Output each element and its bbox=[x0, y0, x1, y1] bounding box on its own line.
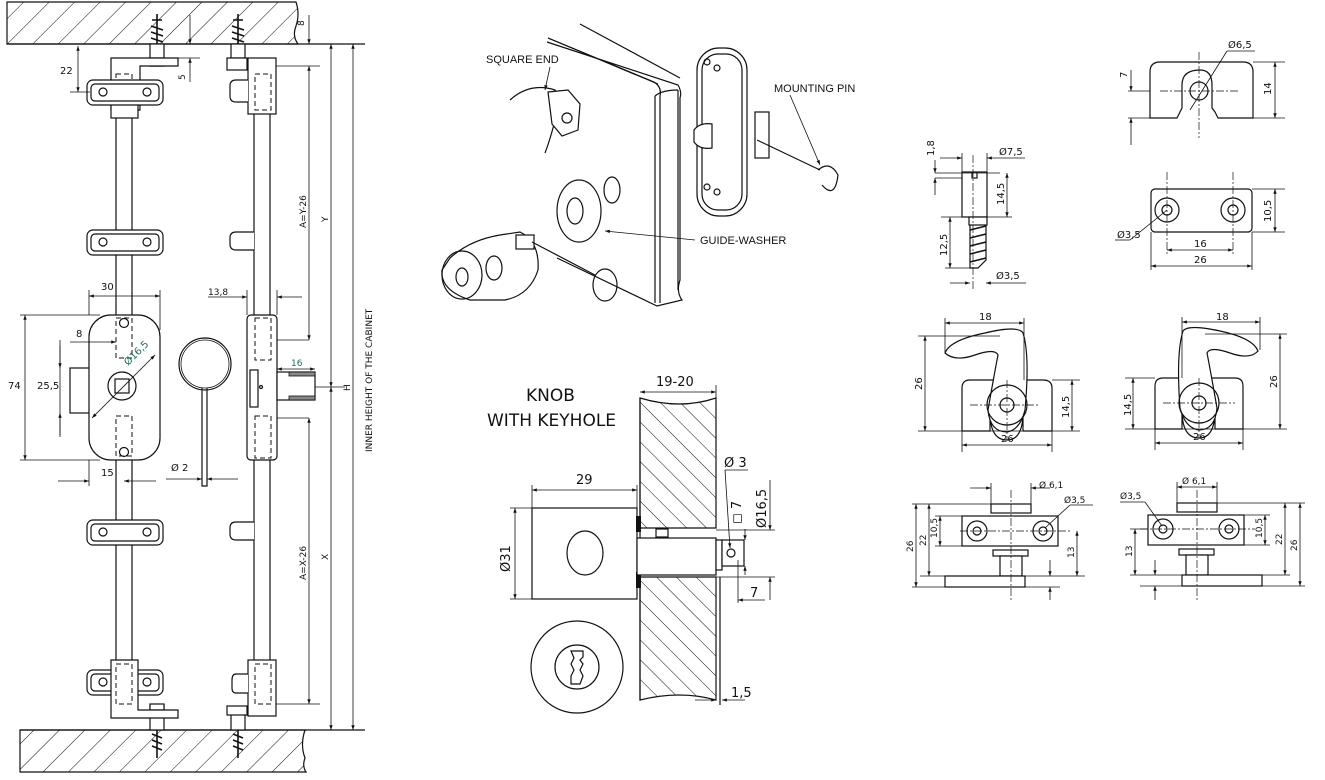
rod-guide bbox=[86, 519, 164, 546]
dim-bracket-left-upper: 22 bbox=[919, 535, 929, 546]
dim-guide-hole-spacing: 16 bbox=[1194, 239, 1207, 250]
dimension-lines bbox=[20, 15, 355, 730]
dim-ceiling-gap: 22 bbox=[60, 66, 73, 77]
dim-hook-left-height: 26 bbox=[914, 377, 925, 390]
dim-bracket-right-plate: 10,5 bbox=[1255, 518, 1265, 538]
dim-guide-half: 7 bbox=[1119, 72, 1130, 78]
dim-bracket-left-center: 13 bbox=[1067, 547, 1077, 558]
dim-bracket-right-upper: 22 bbox=[1275, 534, 1285, 545]
dim-hook-right-height: 26 bbox=[1269, 375, 1280, 388]
label-square-end: SQUARE END bbox=[486, 54, 559, 66]
dim-hole-dia: Ø 3 bbox=[724, 456, 747, 471]
dim-door-thickness: 19-20 bbox=[656, 375, 694, 390]
dim-guide-height: 14 bbox=[1263, 82, 1274, 95]
isometric-view bbox=[441, 23, 839, 307]
dim-bracket-left-plate: 10,5 bbox=[930, 518, 940, 538]
mounting-pin-ring bbox=[178, 337, 232, 487]
dim-tongue-height: 25,5 bbox=[37, 381, 59, 392]
hook-right bbox=[1125, 317, 1287, 450]
dim-gap: 1,5 bbox=[731, 686, 752, 701]
dim-lock-height: 74 bbox=[8, 381, 21, 392]
dim-knob-length: 29 bbox=[576, 473, 593, 488]
bottom-board bbox=[19, 729, 308, 773]
guide-detail bbox=[1115, 50, 1285, 270]
knob-iso bbox=[441, 231, 539, 301]
knob-title-line1: KNOB bbox=[526, 386, 575, 406]
door-section bbox=[639, 397, 717, 529]
door-panel bbox=[546, 37, 684, 307]
screw-icon bbox=[226, 14, 248, 71]
lock-body-front bbox=[69, 314, 161, 461]
rod-guide bbox=[86, 79, 164, 106]
dim-bracket-left-total: 26 bbox=[906, 540, 916, 552]
dim-guide-plate-height: 10,5 bbox=[1263, 200, 1274, 222]
lock-body-side bbox=[246, 314, 316, 461]
dim-side-offset: 13,8 bbox=[208, 288, 228, 298]
bracket-left bbox=[912, 483, 1093, 600]
front-view: 22 5 8 30 74 8 25,5 Ø16,5 15 Ø 2 13,8 16… bbox=[6, 1, 375, 773]
knob-title-line2: WITH KEYHOLE bbox=[487, 411, 616, 431]
top-board bbox=[6, 1, 300, 45]
dim-bracket-right-pin: Ø 6,1 bbox=[1182, 476, 1206, 487]
dim-top-board: 8 bbox=[297, 20, 307, 26]
dim-guide-hole-dia: Ø6,5 bbox=[1228, 39, 1252, 51]
dim-screw-thread-len: 12,5 bbox=[939, 234, 950, 256]
dim-bracket-left-pin: Ø 6,1 bbox=[1039, 480, 1063, 491]
dim-pin-dia: Ø 2 bbox=[171, 462, 188, 474]
dim-lock-width: 30 bbox=[101, 282, 114, 293]
dim-hook-right-width: 18 bbox=[1216, 312, 1229, 323]
dim-y: Y bbox=[321, 216, 331, 223]
dim-screw-thread-dia: Ø3,5 bbox=[996, 270, 1020, 282]
screw-icon bbox=[226, 705, 248, 758]
dim-square: ◻ 7 bbox=[730, 501, 745, 524]
dim-x: X bbox=[321, 554, 331, 560]
dim-hook-left-base-h: 14,5 bbox=[1061, 396, 1072, 418]
dim-hook-left-base-w: 26 bbox=[1001, 434, 1014, 445]
dim-knob-dia: Ø31 bbox=[499, 545, 514, 572]
dim-hook-left-width: 18 bbox=[979, 312, 992, 323]
inner-height-label: INNER HEIGHT OF THE CABINET bbox=[365, 308, 375, 452]
dim-bracket-right-total: 26 bbox=[1290, 539, 1300, 551]
dim-hook-right-base-h: 14,5 bbox=[1123, 394, 1134, 416]
rod-guide bbox=[86, 229, 164, 256]
dim-hook-right-base-w: 26 bbox=[1193, 432, 1206, 443]
dim-bolt-length: 16 bbox=[291, 359, 303, 369]
bracket-right bbox=[1120, 482, 1305, 600]
dim-a-top: A=Y-26 bbox=[299, 195, 309, 228]
dim-h: H bbox=[343, 384, 353, 391]
dim-bracket-right-center: 13 bbox=[1125, 546, 1135, 557]
dim-screw-head-len: 14,5 bbox=[996, 183, 1007, 205]
screw-detail bbox=[933, 153, 1026, 290]
dim-center-offset: 15 bbox=[101, 468, 114, 479]
dim-shaft-dia: Ø16,5 bbox=[755, 489, 770, 528]
knob-section bbox=[510, 385, 775, 714]
label-guide-washer: GUIDE-WASHER bbox=[700, 235, 786, 247]
dim-a-bottom: A=X-26 bbox=[299, 546, 309, 580]
lock-body-iso bbox=[693, 47, 770, 217]
hook-left bbox=[918, 318, 1080, 452]
dim-guide-length: 26 bbox=[1194, 255, 1207, 266]
dim-screw-slot: 1,8 bbox=[926, 140, 937, 156]
dim-bracket-left-hole: Ø3,5 bbox=[1064, 495, 1085, 506]
dim-bracket-right-hole: Ø3,5 bbox=[1120, 491, 1141, 502]
dim-tip: 7 bbox=[750, 586, 758, 601]
dim-top-offset: 5 bbox=[178, 74, 188, 80]
dim-guide-screw-hole: Ø3,5 bbox=[1117, 229, 1141, 241]
dim-screw-head-dia: Ø7,5 bbox=[999, 146, 1023, 158]
label-mounting-pin: MOUNTING PIN bbox=[774, 83, 855, 95]
dim-offset-8: 8 bbox=[76, 329, 82, 340]
